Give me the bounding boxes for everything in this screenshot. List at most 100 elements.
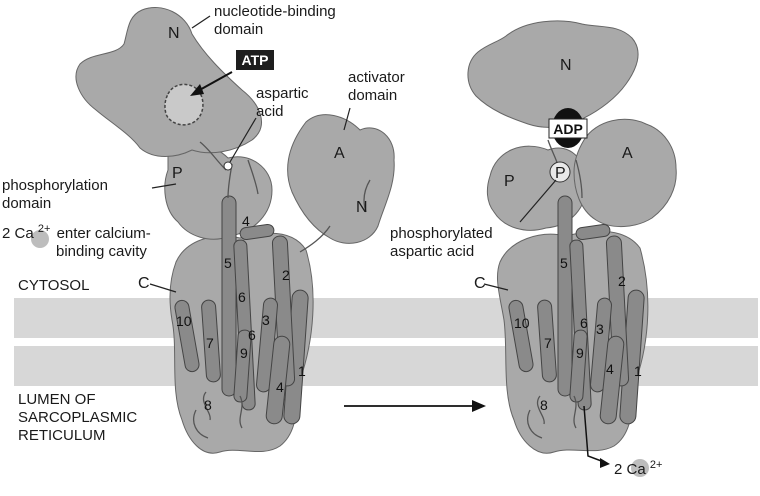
right-helix-label: 6	[580, 315, 588, 331]
lumen-label: LUMEN OF SARCOPLASMIC RETICULUM	[18, 391, 141, 444]
phosphorylation-line-1: phosphorylation	[2, 177, 108, 194]
atp-arrowhead	[190, 84, 204, 96]
lumen-line-2: SARCOPLASMIC	[18, 409, 137, 426]
activator-domain-label: activator domain	[348, 69, 409, 104]
right-helix-label: 2	[618, 273, 626, 289]
right-helix-label: 10	[514, 315, 530, 331]
phosphorylated-line-2: aspartic acid	[390, 243, 474, 260]
leader-lines	[149, 15, 557, 293]
left-c-terminus-label: C	[138, 275, 150, 292]
nucleotide-binding-line-1: nucleotide-binding	[214, 3, 336, 20]
left-p-domain-label: P	[172, 165, 183, 182]
right-helix-short	[575, 223, 611, 241]
right-helix-5	[557, 195, 573, 397]
transition-arrowhead	[472, 400, 486, 412]
left-loops	[193, 141, 371, 439]
leader-activator	[343, 107, 351, 131]
right-helix-label: 3	[596, 321, 604, 337]
atp-badge	[236, 50, 274, 70]
right-phosphorylated-site	[549, 161, 571, 183]
calcium-release-label: 2 Ca 2+	[614, 459, 662, 478]
right-helix-label: 9	[576, 345, 584, 361]
right-p-domain-label: P	[504, 173, 515, 190]
activator-line-2: domain	[348, 87, 397, 104]
calcium-ion-enter-icon	[31, 230, 49, 248]
left-aspartic-site	[223, 161, 233, 171]
calcium-enter-label: 2 Ca 2+ enter calcium- binding cavity	[2, 219, 155, 260]
left-helix-label: 3	[262, 312, 270, 328]
right-helix-4	[599, 335, 625, 425]
calcium-enter-line-2: binding cavity	[56, 243, 147, 260]
left-helix-label: 9	[240, 345, 248, 361]
left-helix-6	[233, 239, 256, 411]
membrane-lower-leaflet	[14, 346, 758, 386]
left-a-domain-label: A	[334, 145, 345, 162]
calcium-release-prefix: 2 Ca	[614, 461, 646, 478]
left-helix-7	[201, 299, 221, 383]
left-helix-label: 10	[176, 313, 192, 329]
calcium-enter-line-1: enter calcium-	[57, 225, 151, 242]
calcium-ion-release-icon	[631, 459, 649, 477]
left-helix-9	[233, 329, 252, 403]
protein-right	[467, 20, 677, 454]
phosphorylation-domain-label: phosphorylation domain	[2, 177, 112, 212]
phosphorylated-aspartic-label: phosphorylated aspartic acid	[390, 225, 497, 260]
aspartic-acid-label: aspartic acid	[256, 85, 313, 120]
leader-phosphorylation	[151, 183, 177, 189]
right-p-site-label: P	[555, 165, 566, 182]
aspartic-acid-line-2: acid	[256, 103, 284, 120]
right-helices	[508, 195, 645, 425]
left-helix-label: 7	[206, 335, 214, 351]
left-helix-label-extra: 6	[248, 327, 256, 343]
right-helix-label: 1	[634, 363, 642, 379]
left-helix-label: 6	[238, 289, 246, 305]
left-helix-label: 2	[282, 267, 290, 283]
left-n-domain	[75, 6, 262, 157]
leader-phosphorylated	[519, 179, 557, 223]
left-helix-10	[174, 299, 200, 373]
left-helix-label: 8	[204, 397, 212, 413]
adp-label: ADP	[553, 121, 583, 137]
left-helix-label: 1	[298, 363, 306, 379]
right-loops	[527, 139, 583, 439]
activator-line-1: activator	[348, 69, 405, 86]
atp-label: ATP	[242, 52, 269, 68]
leader-nucleotide-binding	[191, 15, 211, 29]
leader-aspartic-acid	[229, 117, 257, 163]
left-helix-short	[239, 223, 275, 241]
left-helix-label: 5	[224, 255, 232, 271]
right-helix-label: 8	[540, 397, 548, 413]
calcium-enter-prefix: 2 Ca	[2, 225, 34, 242]
calcium-release-charge: 2+	[650, 459, 663, 471]
left-a-domain	[287, 114, 395, 244]
calcium-enter-charge: 2+	[38, 223, 51, 235]
protein-left	[75, 6, 395, 454]
adp-badge	[548, 118, 588, 139]
calcium-release-arrowhead	[600, 458, 610, 468]
left-helices	[174, 195, 309, 425]
phosphorylation-line-2: domain	[2, 195, 51, 212]
atp-arrow	[195, 71, 233, 93]
aspartic-acid-line-1: aspartic	[256, 85, 309, 102]
left-helix-4	[265, 335, 291, 425]
right-helix-label: 4	[606, 361, 614, 377]
right-c-terminus-label: C	[474, 275, 486, 292]
right-n-domain	[467, 20, 639, 128]
phosphorylated-line-1: phosphorylated	[390, 225, 493, 242]
leader-c-left	[149, 283, 177, 293]
leader-c-right	[483, 283, 509, 291]
nucleotide-binding-line-2: domain	[214, 21, 263, 38]
right-helix-7	[537, 299, 557, 383]
right-helix-10	[508, 299, 534, 373]
left-helix-label: 4	[276, 379, 284, 395]
left-n-domain-label: N	[168, 25, 180, 42]
lumen-line-1: LUMEN OF	[18, 391, 96, 408]
calcium-release-arrow	[583, 405, 605, 463]
lumen-line-3: RETICULUM	[18, 427, 106, 444]
cytosol-label: CYTOSOL	[18, 277, 89, 294]
left-p-domain	[164, 142, 273, 240]
right-helix-label: 5	[560, 255, 568, 271]
right-a-domain	[573, 118, 677, 227]
